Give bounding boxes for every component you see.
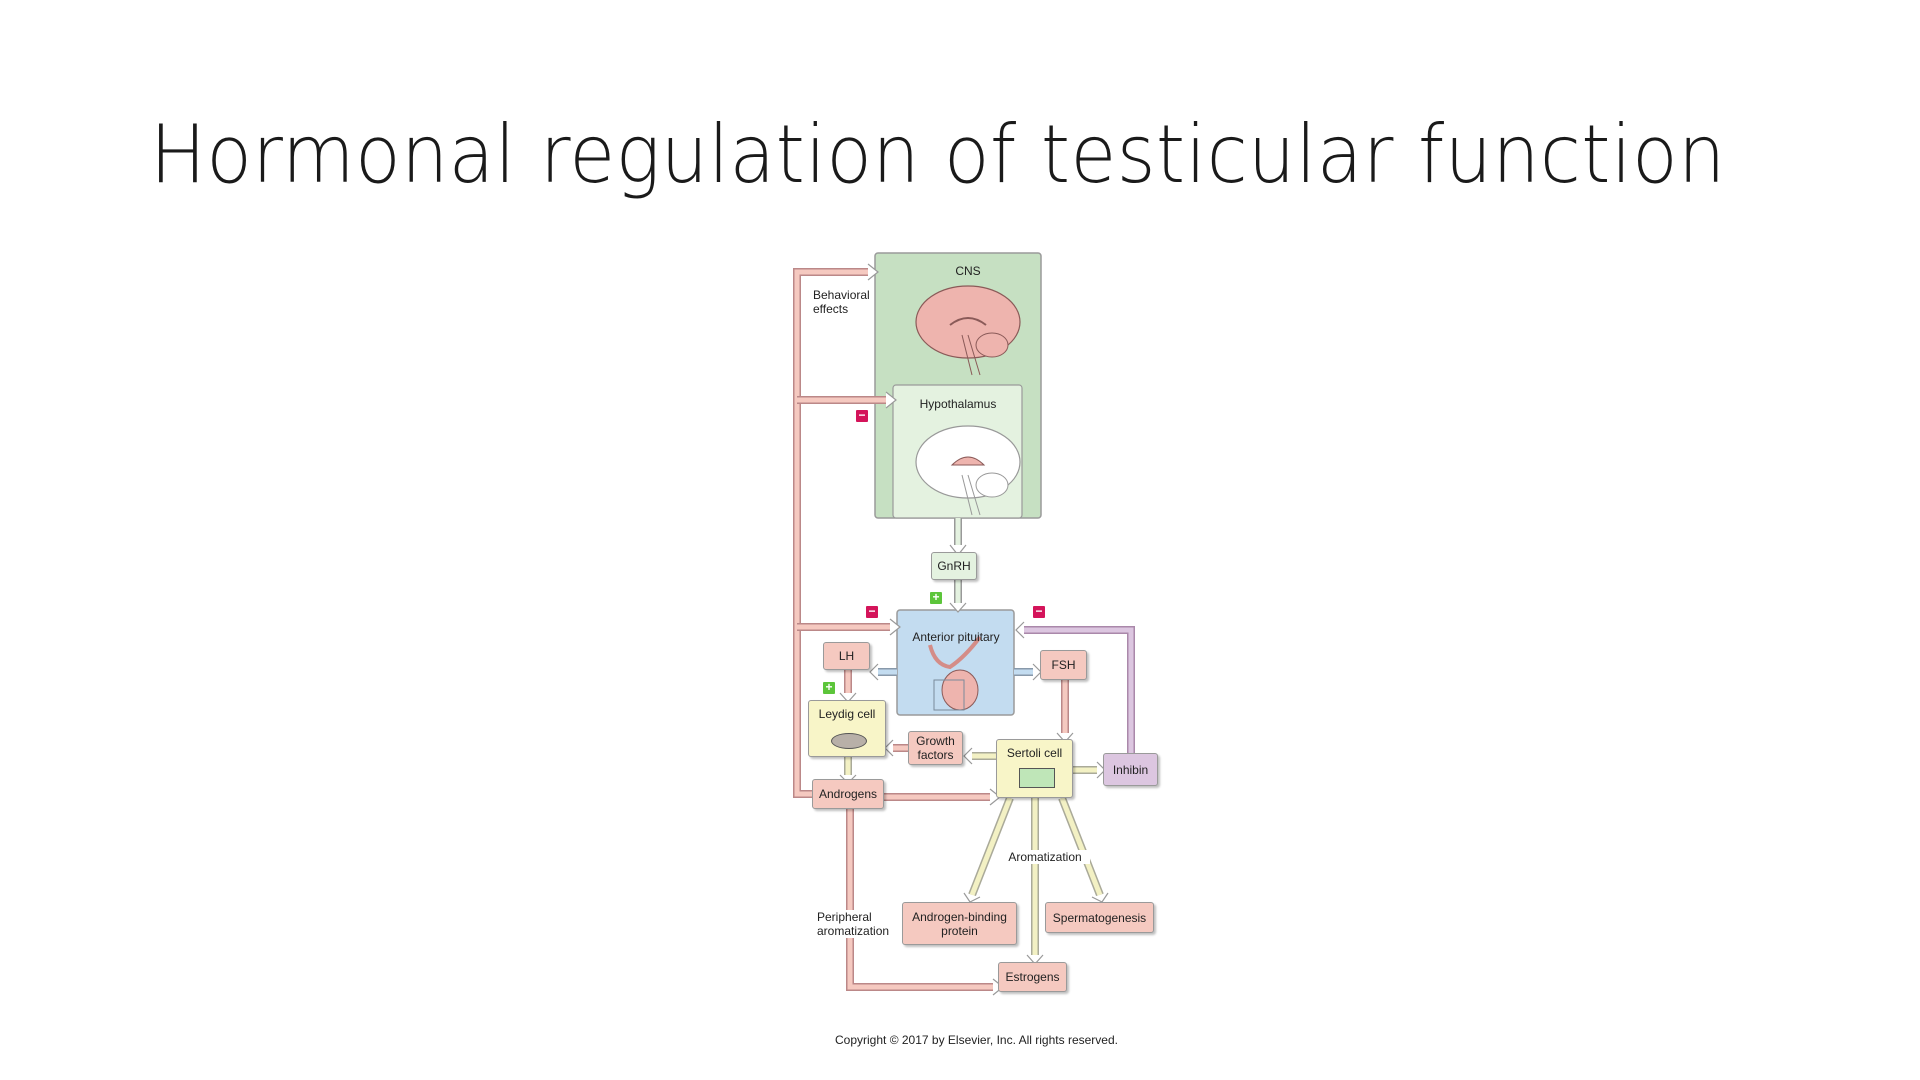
androgen-binding-protein-box: Androgen-binding protein [902,902,1017,945]
leydig-cell-label: Leydig cell [818,707,876,721]
growth-factors-box: Growth factors [908,731,963,765]
pituitary-icon [928,635,982,711]
behavioral-effects-label: Behavioral effects [813,288,870,316]
minus-sign-icon: − [866,605,878,618]
hypothalamus-brain-icon [915,425,1021,516]
fsh-box: FSH [1040,650,1087,680]
inhibin-box: Inhibin [1103,753,1158,786]
hypothalamus-label: Hypothalamus [919,397,997,411]
plus-sign-icon: + [823,681,835,694]
minus-sign-icon: − [856,409,868,422]
sertoli-cell-label: Sertoli cell [1006,746,1063,760]
sertoli-cell-icon [1019,768,1055,788]
estrogens-box: Estrogens [998,962,1067,992]
aromatization-label: Aromatization [1000,850,1090,864]
leydig-cell-box: Leydig cell [808,700,886,757]
gnrh-box: GnRH [931,552,977,580]
slide-title: Hormonal regulation of testicular functi… [150,108,1726,201]
copyright-notice: Copyright © 2017 by Elsevier, Inc. All r… [835,1033,1118,1047]
brain-icon [915,285,1021,376]
sertoli-cell-box: Sertoli cell [996,739,1073,798]
plus-sign-icon: + [930,591,942,604]
peripheral-aromatization-label: Peripheral aromatization [817,910,897,938]
androgens-box: Androgens [812,779,884,809]
cns-label: CNS [955,264,981,278]
leydig-cell-icon [831,733,867,749]
lh-box: LH [823,642,870,670]
minus-sign-icon: − [1033,605,1045,618]
anterior-pituitary-label: Anterior pituitary [912,630,1000,644]
arrowheads [839,263,1109,996]
androgen-feedback-arrows [793,268,1135,991]
spermatogenesis-box: Spermatogenesis [1045,902,1154,933]
